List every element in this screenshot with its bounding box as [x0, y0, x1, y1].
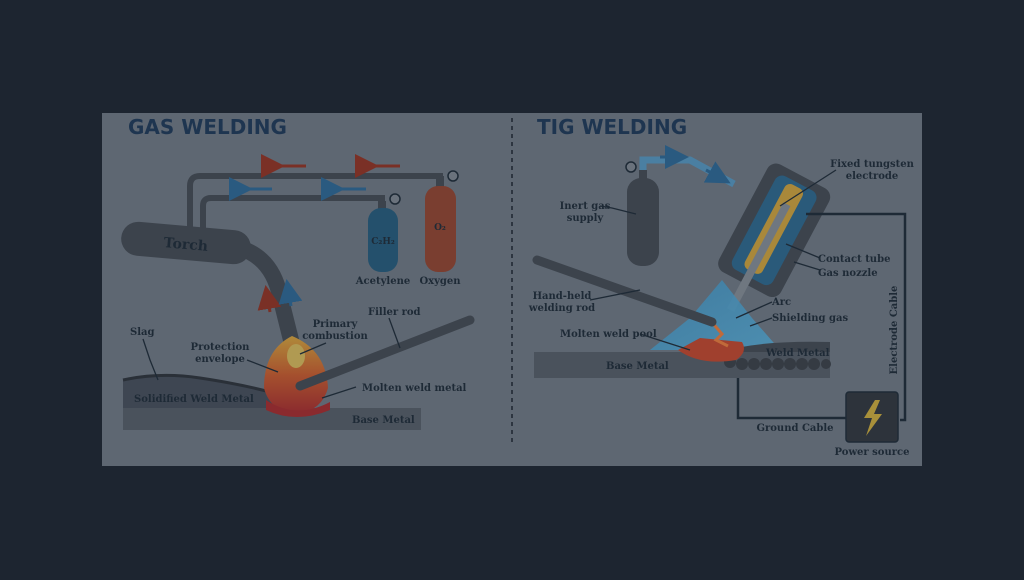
solidified-weld-metal-label: Solidified Weld Metal	[134, 394, 254, 405]
flow-arrow-blue	[278, 279, 303, 307]
molten-weld-pool-label: Molten weld pool	[560, 329, 657, 340]
acetylene-formula: C₂H₂	[371, 237, 395, 247]
hand-held-rod-label-2: welding rod	[528, 303, 595, 314]
protection-envelope-label-2: envelope	[195, 354, 245, 365]
primary-combustion	[287, 344, 305, 368]
inert-gas-tank	[627, 170, 659, 266]
slag-layer	[122, 373, 271, 394]
power-source	[845, 391, 899, 443]
tig-leader-lines	[589, 169, 837, 351]
arc-label: Arc	[771, 297, 791, 308]
tig-base-metal-label: Base Metal	[606, 361, 669, 372]
acetylene-tank: C₂H₂	[368, 201, 398, 272]
acetylene-gauge-icon	[389, 193, 401, 205]
weld-metal-label: Weld Metal	[765, 348, 830, 359]
gas-base-metal-label: Base Metal	[352, 415, 415, 426]
power-source-label: Power source	[835, 447, 910, 458]
slag-label: Slag	[130, 327, 155, 338]
oxygen-tank: O₂	[425, 176, 456, 272]
shielding-gas	[650, 280, 780, 350]
contact-tube-label: Contact tube	[818, 254, 890, 265]
oxygen-hose	[187, 173, 443, 228]
filler-rod	[295, 315, 475, 391]
tungsten-electrode	[727, 202, 791, 313]
molten-weld-metal-label: Molten weld metal	[362, 383, 467, 394]
hand-held-welding-rod	[532, 255, 717, 327]
torch-body	[121, 221, 251, 265]
protection-envelope	[264, 336, 328, 414]
inert-gas-label: Inert gas	[560, 201, 611, 212]
ground-cable	[736, 378, 846, 420]
tig-welding-title: TIG WELDING	[537, 115, 687, 139]
inert-gas-gauge-icon	[625, 161, 637, 173]
torch-label: Torch	[163, 235, 208, 255]
protection-envelope-label: Protection	[191, 342, 251, 353]
oxygen-formula: O₂	[434, 223, 446, 233]
molten-weld-metal	[266, 400, 330, 417]
primary-combustion-label: Primary	[313, 319, 359, 330]
gas-nozzle-label: Gas nozzle	[818, 268, 878, 279]
gas-leader-lines	[142, 317, 401, 399]
fixed-tungsten-label-2: electrode	[846, 171, 899, 182]
solidified-weld-metal	[123, 375, 280, 410]
hand-held-rod-label: Hand-held	[533, 291, 592, 302]
acetylene-hose	[200, 195, 385, 228]
arc	[708, 319, 729, 348]
gas-base-metal	[123, 408, 421, 430]
electrode-cable-label: Electrode Cable	[889, 286, 900, 375]
acetylene-label: Acetylene	[355, 276, 410, 287]
ground-cable-label: Ground Cable	[756, 423, 833, 434]
lightning-icon	[864, 400, 882, 436]
fixed-tungsten-label: Fixed tungsten	[830, 159, 914, 170]
oxygen-label: Oxygen	[419, 276, 461, 287]
flow-arrow-red	[257, 285, 282, 313]
flow-arrow-blue	[703, 161, 731, 184]
molten-weld-pool	[678, 338, 744, 362]
inert-gas-label-2: supply	[567, 213, 605, 224]
filler-rod-label: Filler rod	[368, 307, 421, 318]
shielding-gas-label: Shielding gas	[772, 313, 848, 324]
electrode-cable	[806, 212, 907, 422]
gas-welding-title: GAS WELDING	[128, 115, 287, 139]
oxygen-gauge-icon	[447, 170, 459, 182]
primary-combustion-label-2: combustion	[302, 331, 368, 342]
tig-torch	[718, 163, 831, 313]
